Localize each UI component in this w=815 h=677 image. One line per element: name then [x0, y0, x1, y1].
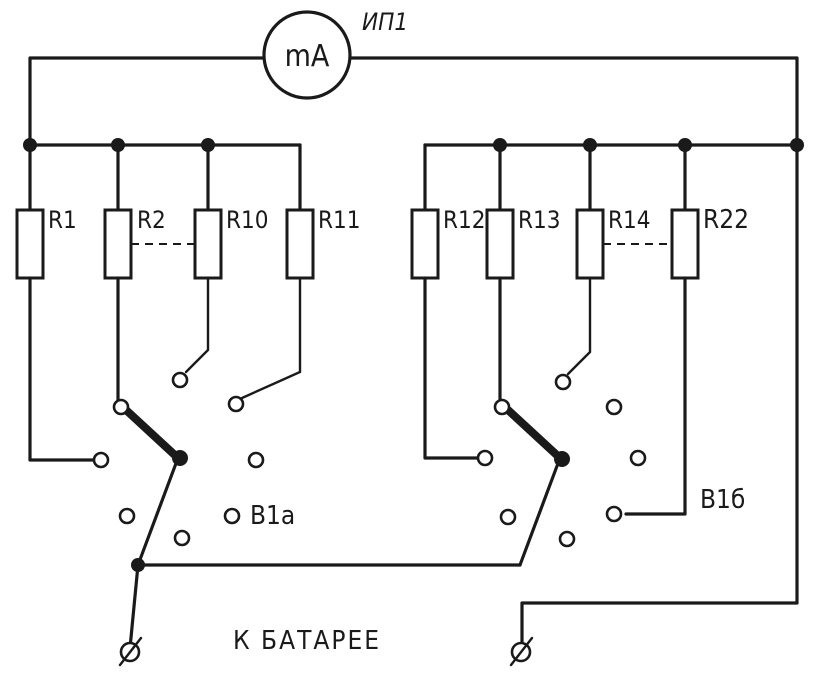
label-r14: R14: [608, 206, 650, 234]
label-r11: R11: [318, 206, 360, 234]
junction-node: [111, 138, 125, 152]
meter-symbol: mA: [285, 39, 330, 74]
label-r13: R13: [518, 206, 560, 234]
switch-contact: [112, 398, 130, 416]
resistor-r22: [670, 208, 700, 280]
resistor-r11: [285, 208, 315, 280]
resistor-r10: [193, 208, 223, 280]
resistor-r14: [575, 208, 605, 280]
left-bus: [23, 138, 302, 212]
switch-a-contacts: [92, 371, 265, 547]
milliammeter: mA: [262, 10, 352, 100]
switch-contact: [476, 449, 494, 467]
meter-label: ИП1: [362, 8, 408, 36]
switch-contact: [605, 398, 623, 416]
switch-contact: [118, 507, 136, 525]
switch-contact: [247, 451, 265, 469]
resistor-r2: [103, 208, 133, 280]
junction-node: [583, 138, 597, 152]
switch-contact: [171, 371, 189, 389]
switch-b-pivot: [554, 451, 570, 467]
switch-contact: [493, 398, 511, 416]
switch-b-label: В1б: [700, 485, 745, 515]
label-r1: R1: [48, 206, 77, 234]
switch-contact: [629, 449, 647, 467]
switch-b-wiring: [423, 276, 687, 567]
junction-node: [23, 138, 37, 152]
battery-terminal-right: [509, 636, 534, 667]
resistor-r13: [485, 208, 515, 280]
label-r22: R22: [703, 205, 749, 235]
battery-wiring: [128, 143, 799, 650]
junction-node: [678, 138, 692, 152]
resistors: [15, 208, 700, 280]
label-r10: R10: [226, 206, 268, 234]
meter-wiring: [28, 56, 799, 147]
right-bus: [423, 138, 804, 212]
junction-node: [493, 138, 507, 152]
switch-contact: [223, 507, 241, 525]
switch-a-wiring: [28, 276, 302, 567]
switch-contact: [554, 373, 572, 391]
switch-a-label: В1а: [250, 501, 295, 531]
switch-contact: [227, 395, 245, 413]
switch-a-pivot: [172, 450, 188, 466]
switch-b-contacts: [476, 373, 647, 548]
switch-contact: [173, 529, 191, 547]
switch-contact: [558, 530, 576, 548]
resistor-labels: R1 R2 R10 R11 R12 R13 R14 R22: [48, 205, 749, 235]
junction-node: [201, 138, 215, 152]
label-r2: R2: [137, 206, 166, 234]
label-r12: R12: [443, 206, 485, 234]
battery-label: К БАТАРЕЕ: [233, 626, 381, 656]
switch-b-wiper: [504, 406, 564, 462]
switch-contact: [605, 505, 623, 523]
switch-contact: [499, 508, 517, 526]
resistor-r1: [15, 208, 45, 280]
battery-terminal-left: [118, 636, 143, 667]
switch-a-wiper: [122, 406, 182, 462]
switch-contact: [92, 451, 110, 469]
resistor-r12: [410, 208, 440, 280]
